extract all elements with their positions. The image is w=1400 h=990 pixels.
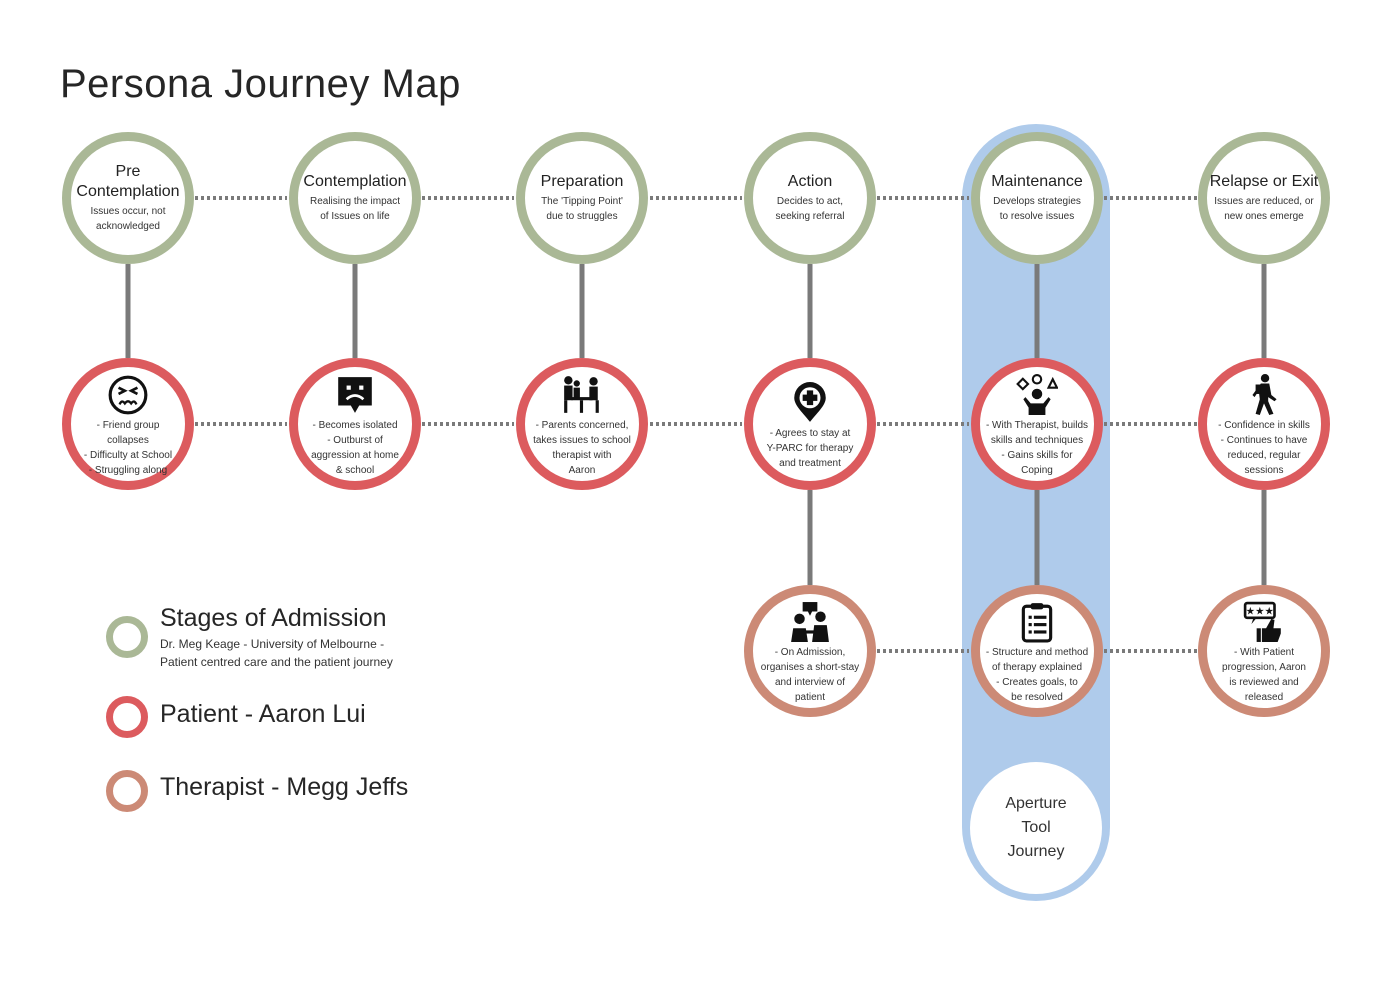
consultation-icon <box>791 602 829 642</box>
walking-person-icon <box>1252 374 1277 415</box>
juggling-shapes-icon <box>1016 374 1058 415</box>
legend-stages-title: Stages of Admission <box>160 604 387 632</box>
stage-title: Maintenance <box>991 173 1083 190</box>
aperture-tool-journey-label: Aperture Tool Journey <box>970 762 1102 894</box>
patient-note-text: - Friend group collapses- Difficulty at … <box>83 420 173 476</box>
rating-thumbs-up-icon: ★★★ <box>1243 601 1281 642</box>
legend-therapist-ring <box>106 770 148 812</box>
patient-node-3: - Parents concerned,takes issues to scho… <box>516 358 648 490</box>
clipboard-icon <box>1021 603 1053 643</box>
stage-title: Contemplation <box>303 173 407 190</box>
family-meeting-icon <box>564 376 599 413</box>
svg-text:★★★: ★★★ <box>1246 606 1274 618</box>
legend-therapist-title: Therapist - Megg Jeffs <box>160 773 409 801</box>
legend-patient-ring <box>106 696 148 738</box>
patient-note-text: - Confidence in skills- Continues to hav… <box>1218 420 1310 476</box>
stage-title: Relapse or Exit <box>1209 173 1319 190</box>
legend-stages-ring <box>106 616 148 658</box>
page-title: Persona Journey Map <box>60 62 461 106</box>
patient-node-6: - Confidence in skills- Continues to hav… <box>1198 358 1330 490</box>
stage-node-preparation: Preparation The 'Tipping Point'due to st… <box>516 132 648 264</box>
sad-face-icon <box>108 375 148 415</box>
stage-node-action: Action Decides to act,seeking referral <box>744 132 876 264</box>
patient-note-text: - Parents concerned,takes issues to scho… <box>533 420 631 476</box>
stage-description: Decides to act,seeking referral <box>775 196 845 222</box>
patient-node-1: - Friend group collapses- Difficulty at … <box>62 358 194 490</box>
sad-speech-bubble-icon <box>338 377 372 413</box>
stage-title: Preparation <box>540 173 624 190</box>
legend-stages-subtitle: Dr. Meg Keage - University of Melbourne … <box>160 637 393 669</box>
stage-title: Action <box>787 173 833 190</box>
legend-patient-title: Patient - Aaron Lui <box>160 700 366 728</box>
stage-description: The 'Tipping Point'due to struggles <box>541 196 623 222</box>
medical-location-icon <box>794 381 826 422</box>
vertical-connectors <box>125 264 1267 585</box>
